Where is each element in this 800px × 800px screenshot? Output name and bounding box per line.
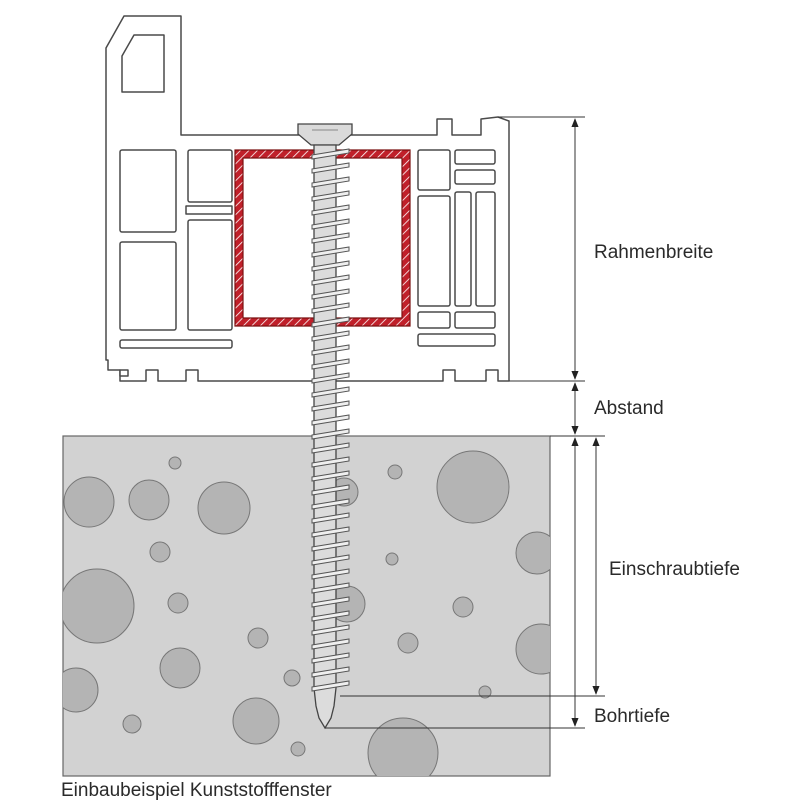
screw-thread-flight bbox=[311, 288, 350, 300]
figure-caption: Einbaubeispiel Kunststofffenster bbox=[61, 780, 332, 800]
frame-chamber bbox=[417, 195, 451, 307]
screw-thread-flight bbox=[311, 148, 350, 160]
frame-chamber bbox=[119, 149, 177, 233]
screw-thread-flight bbox=[311, 246, 350, 258]
frame-foot bbox=[119, 369, 129, 377]
screw-thread-flight bbox=[311, 274, 350, 286]
concrete-aggregate bbox=[63, 450, 550, 776]
screw-thread-flight bbox=[311, 372, 350, 384]
screw-thread-flight bbox=[311, 498, 350, 510]
screw-thread-flight bbox=[311, 414, 350, 426]
frame-chamber bbox=[119, 339, 233, 349]
frame-chamber bbox=[417, 333, 496, 347]
screw-thread-flight bbox=[311, 204, 350, 216]
label-gap: Abstand bbox=[594, 398, 664, 419]
frame-chamber bbox=[119, 241, 177, 331]
screw-thread-flight bbox=[311, 582, 350, 594]
frame-nose-chamber bbox=[121, 34, 165, 93]
label-frame-width: Rahmenbreite bbox=[594, 242, 713, 263]
screw-thread-flight bbox=[311, 610, 350, 622]
dimension-lines bbox=[325, 116, 605, 729]
screw-thread-flight bbox=[311, 344, 350, 356]
screw-thread-flight bbox=[311, 568, 350, 580]
screw-thread-flight bbox=[311, 358, 350, 370]
screw-thread-flight bbox=[311, 176, 350, 188]
steel-reinforcement bbox=[234, 149, 411, 327]
screw-thread-flight bbox=[311, 400, 350, 412]
screw-head bbox=[297, 123, 353, 146]
screw-thread-flight bbox=[311, 666, 350, 678]
screw-thread-flight bbox=[311, 386, 350, 398]
frame-chamber bbox=[417, 149, 451, 191]
frame-chamber bbox=[454, 191, 472, 307]
label-screw-depth: Einschraubtiefe bbox=[609, 559, 740, 580]
screw-thread-flight bbox=[311, 470, 350, 482]
screw-thread-flight bbox=[311, 442, 350, 454]
frame-chamber bbox=[187, 149, 233, 203]
frame-chamber bbox=[454, 311, 496, 329]
frame-chamber bbox=[475, 191, 496, 307]
screw-thread-flight bbox=[311, 554, 350, 566]
screw-thread-flight bbox=[311, 260, 350, 272]
screw-thread-flight bbox=[311, 526, 350, 538]
screw-thread-flight bbox=[311, 540, 350, 552]
frame-web bbox=[185, 205, 233, 215]
screw-thread-flight bbox=[311, 302, 350, 314]
screw-thread-flight bbox=[311, 484, 350, 496]
screw-thread-flight bbox=[311, 330, 350, 342]
screw-thread-flight bbox=[311, 596, 350, 608]
reinforcement-profile bbox=[234, 149, 411, 327]
screw-thread bbox=[311, 148, 350, 692]
screw-thread-flight bbox=[311, 638, 350, 650]
screw-thread-flight bbox=[311, 218, 350, 230]
screw-thread-flight bbox=[311, 190, 350, 202]
screw-thread-flight bbox=[311, 652, 350, 664]
frame-chamber bbox=[187, 219, 233, 331]
screw-thread-flight bbox=[311, 162, 350, 174]
screw-thread-flight bbox=[311, 316, 350, 328]
concrete-wall bbox=[62, 435, 551, 777]
screw-thread-flight bbox=[311, 428, 350, 440]
screw-thread-flight bbox=[311, 456, 350, 468]
frame-chamber bbox=[454, 169, 496, 185]
label-drill-depth: Bohrtiefe bbox=[594, 706, 670, 727]
frame-screw bbox=[297, 123, 353, 730]
screw-thread-flight bbox=[311, 680, 350, 692]
screw-thread-flight bbox=[311, 624, 350, 636]
frame-chamber bbox=[417, 311, 451, 329]
frame-chamber bbox=[454, 149, 496, 165]
screw-thread-flight bbox=[311, 512, 350, 524]
screw-thread-flight bbox=[311, 232, 350, 244]
